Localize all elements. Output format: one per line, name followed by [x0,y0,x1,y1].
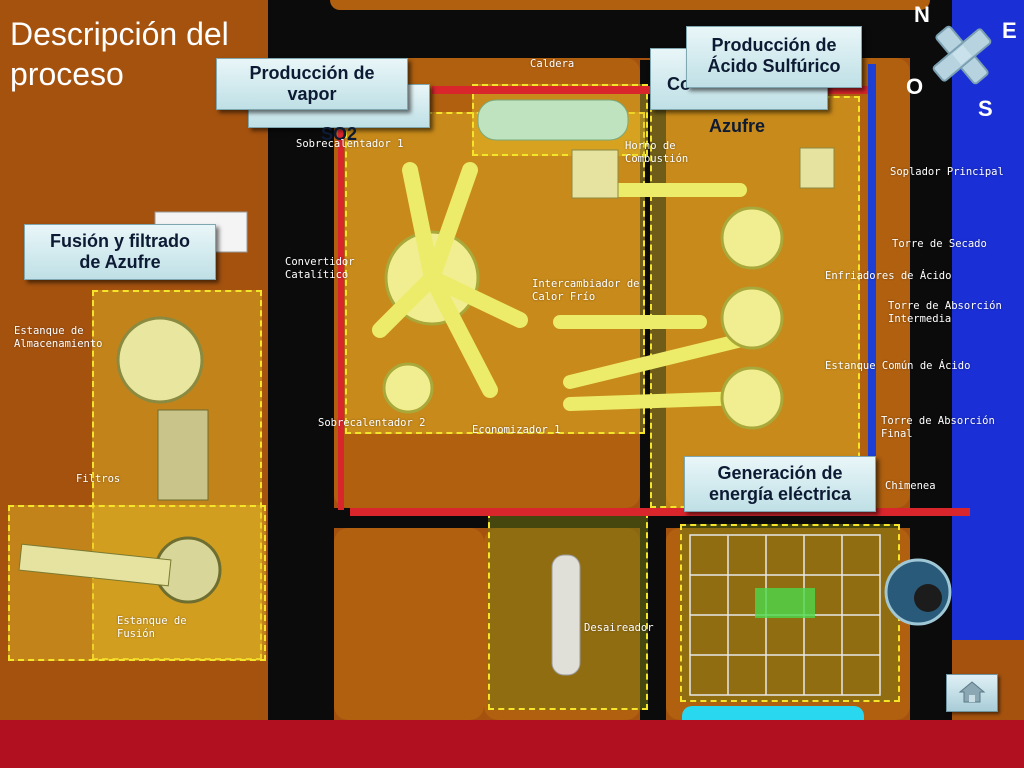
callout-azufre-text: Azufre [709,116,766,136]
label-sobrecalentador-1[interactable]: Sobrecalentador 1 [296,138,404,150]
label-caldera[interactable]: Caldera [530,58,575,70]
filters-block [157,409,209,501]
deaerator-vessel [551,554,581,676]
label-convertidor[interactable]: Convertidor Catalítico [285,256,355,281]
ground-top-bar [330,0,930,10]
label-estanque-comun[interactable]: Estanque Común de Ácido [825,360,971,372]
conveyor [18,543,172,587]
label-estanque-fusion[interactable]: Estanque de Fusión [117,615,187,640]
ground-bottom-left-block [334,528,484,720]
home-icon [958,681,986,703]
label-sobrecalentador-2[interactable]: Sobrecalentador 2 [318,417,426,429]
label-enfriadores[interactable]: Enfriadores de Ácido [825,270,952,282]
callout-produccion-acido[interactable]: Producción de Ácido Sulfúrico [686,26,862,88]
callout-azufre-co: Co [667,74,691,94]
label-filtros[interactable]: Filtros [76,473,121,485]
label-torre-secado[interactable]: Torre de Secado [892,238,987,250]
tank-storage [116,316,204,404]
label-horno[interactable]: Horno de Combustión [625,140,689,165]
absorption-tower-intermediate [720,286,784,350]
compass-east: E [1002,18,1017,43]
callout-fusion-filtrado[interactable]: Fusión y filtrado de Azufre [24,224,216,280]
compass-west: O [906,74,924,99]
label-intercambiador[interactable]: Intercambiador de Calor Frío [532,278,640,303]
zone-fusion-lower [8,505,266,661]
label-desaireador[interactable]: Desaireador [584,622,654,634]
callout-so2-text: SO2 [320,124,358,144]
home-button[interactable] [946,674,998,712]
label-chimenea[interactable]: Chimenea [885,480,936,492]
label-torre-absorcion-intermedia[interactable]: Torre de Absorción Intermedia [888,300,1002,325]
label-torre-absorcion-final[interactable]: Torre de Absorción Final [881,415,995,440]
label-soplador[interactable]: Soplador Principal [890,166,1004,178]
compass: N E O S [905,0,1024,122]
callout-produccion-vapor[interactable]: Producción de vapor [216,58,408,110]
water-right [952,0,1024,640]
furnace [571,149,619,199]
superheater-2 [382,362,434,414]
callout-generacion-energia[interactable]: Generación de energía eléctrica [684,456,876,512]
compass-icon [932,25,992,85]
main-blower [799,147,835,189]
label-estanque-almacenamiento[interactable]: Estanque de Almacenamiento [14,325,103,350]
compass-south: S [978,96,993,121]
absorption-tower-final [720,366,784,430]
footer-bar [0,720,1024,768]
boiler [477,99,629,141]
label-economizador[interactable]: Economizador 1 [472,424,561,436]
drying-tower [720,206,784,270]
compass-north: N [914,2,930,27]
generator-core [755,588,815,618]
page-title: Descripción del proceso [10,16,229,92]
